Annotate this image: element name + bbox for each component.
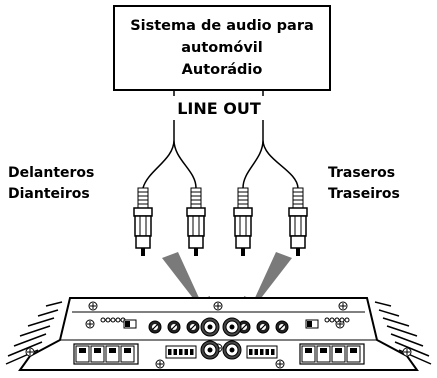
head-unit-line3: Autorádio	[182, 62, 263, 78]
screw-icon	[338, 301, 348, 311]
rca-plugs	[133, 187, 308, 256]
line-out-label: LINE OUT	[177, 99, 261, 118]
screw-icon	[88, 301, 98, 311]
rear-label-line1: Traseros	[328, 165, 395, 181]
indicator-dots	[100, 317, 126, 323]
gain-knob	[186, 320, 200, 334]
rca-input-jack	[200, 340, 220, 360]
power-connector	[165, 345, 197, 359]
amp-parts	[25, 301, 412, 369]
line-out-backdrop	[170, 96, 268, 120]
head-unit-line2: automóvil	[181, 40, 262, 56]
power-connector	[246, 345, 278, 359]
cable-split-rear	[242, 139, 299, 189]
rca-plug	[288, 187, 308, 256]
rca-plug	[233, 187, 253, 256]
rca-plug	[186, 187, 206, 256]
screw-icon	[275, 359, 285, 369]
slide-switch	[305, 319, 319, 329]
gain-knob	[167, 320, 181, 334]
gain-knob	[275, 320, 289, 334]
rca-input-jack	[222, 340, 242, 360]
heatsink-left	[5, 301, 63, 365]
screw-icon	[213, 301, 223, 311]
front-label-line2: Dianteiros	[8, 186, 90, 202]
gain-knob	[148, 320, 162, 334]
slide-switch	[123, 319, 137, 329]
gain-knob	[256, 320, 270, 334]
heatsink-right	[374, 301, 432, 365]
rear-label-line2: Traseiros	[328, 186, 400, 202]
rca-input-jack	[200, 317, 220, 337]
cable-split-front	[142, 139, 197, 189]
indicator-dots	[324, 317, 350, 323]
amplifier	[5, 297, 432, 371]
speaker-terminal-block	[299, 343, 365, 365]
front-label-line1: Delanteros	[8, 165, 94, 181]
head-unit-box	[113, 5, 331, 91]
head-unit-line1: Sistema de audio para	[130, 18, 314, 34]
rca-plug	[133, 187, 153, 256]
rca-input-jack	[222, 317, 242, 337]
screw-icon	[25, 347, 35, 357]
speaker-terminal-block	[73, 343, 139, 365]
screw-icon	[402, 347, 412, 357]
screw-icon	[85, 319, 95, 329]
screw-icon	[155, 359, 165, 369]
